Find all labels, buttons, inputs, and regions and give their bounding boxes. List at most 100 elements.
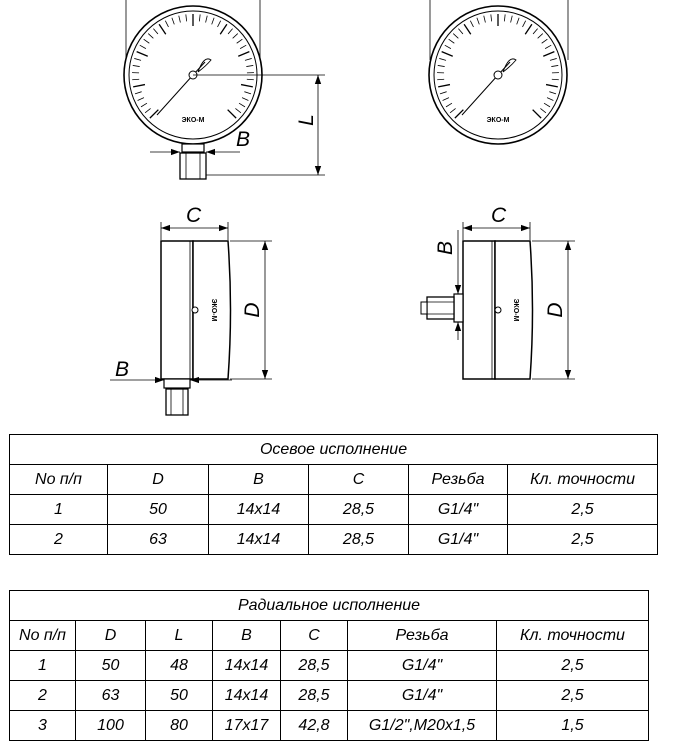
table-title-row: Осевое исполнение — [8, 434, 659, 465]
minor-tick — [549, 91, 557, 95]
minor-tick — [147, 33, 154, 39]
dial-scale-ticks — [437, 14, 559, 119]
column-header: Кл. точности — [496, 620, 649, 651]
dim-label-b: B — [236, 128, 250, 151]
table-cell: 2,5 — [496, 650, 649, 681]
minor-tick — [469, 20, 474, 28]
table-cell: 80 — [145, 710, 213, 741]
minor-tick — [239, 44, 247, 49]
table-cell: 48 — [145, 650, 213, 681]
table-cell: 2 — [9, 680, 76, 711]
table-cell: 1 — [9, 650, 76, 681]
minor-tick — [452, 33, 459, 39]
side-view-axial: ЭКО-М B C D — [420, 204, 575, 380]
minor-tick — [516, 17, 520, 25]
major-tick — [238, 51, 250, 57]
minor-tick — [439, 58, 447, 61]
minor-tick — [437, 78, 445, 81]
column-header: L — [145, 620, 213, 651]
table-cell: 100 — [75, 710, 146, 741]
minor-tick — [134, 58, 142, 61]
column-header: Резьба — [408, 464, 508, 495]
table-cell: 63 — [75, 680, 146, 711]
table-cell: 3 — [9, 710, 76, 741]
major-tick — [149, 109, 159, 119]
brand-logo: ЭКО-М — [210, 299, 217, 322]
minor-tick — [490, 14, 493, 22]
axial-spec-table: Осевое исполнение No п/п D B C Резьба Кл… — [8, 434, 659, 555]
table-cell: 1 — [9, 494, 108, 525]
dim-label-b: B — [115, 358, 129, 381]
minor-tick — [132, 78, 140, 81]
table-cell: 14x14 — [212, 650, 281, 681]
minor-tick — [171, 17, 175, 25]
minor-tick — [246, 65, 254, 67]
minor-tick — [238, 102, 246, 108]
minor-tick — [132, 65, 140, 67]
minor-tick — [227, 28, 233, 35]
minor-tick — [153, 28, 159, 35]
table-cell: G1/4" — [347, 650, 497, 681]
minor-tick — [205, 15, 208, 23]
table-cell: 2 — [9, 524, 108, 555]
side-view-radial: ЭКО-М C D B — [110, 204, 272, 416]
front-view-radial: ЭКО-М B L — [123, 0, 325, 180]
dim-label-d: D — [544, 302, 567, 317]
major-tick — [227, 109, 237, 119]
technical-drawing: ЭКО-М B L ЭКО-М ЭКО-М — [110, 0, 575, 416]
minor-tick — [476, 17, 480, 25]
table-cell: 14x14 — [212, 680, 281, 711]
table-cell: 28,5 — [308, 524, 409, 555]
table-cell: G1/4" — [408, 494, 508, 525]
major-tick — [543, 51, 555, 57]
minor-tick — [198, 14, 201, 22]
table-cell: 42,8 — [280, 710, 348, 741]
minor-tick — [546, 97, 554, 101]
table-cell: 50 — [75, 650, 146, 681]
table-row: 1 50 14x14 28,5 G1/4" 2,5 — [9, 494, 659, 525]
table-cell: 1,5 — [496, 710, 649, 741]
table-row: 2 63 14x14 28,5 G1/4" 2,5 — [9, 524, 659, 555]
table-cell: 28,5 — [280, 650, 348, 681]
minor-tick — [246, 78, 254, 81]
minor-tick — [448, 38, 455, 44]
minor-tick — [211, 17, 215, 25]
major-tick — [158, 23, 167, 35]
minor-tick — [217, 20, 222, 28]
table-row: 2 63 50 14x14 28,5 G1/4" 2,5 — [9, 680, 649, 711]
table-title-row: Радиальное исполнение — [9, 590, 649, 621]
table-header-row: No п/п D L B C Резьба Кл. точности — [9, 620, 649, 651]
minor-tick — [483, 15, 486, 23]
table-cell: G1/4" — [408, 524, 508, 555]
dim-label-l: L — [295, 114, 318, 126]
major-tick — [133, 83, 146, 88]
column-header: Резьба — [347, 620, 497, 651]
minor-tick — [244, 58, 252, 61]
minor-tick — [439, 91, 447, 95]
major-tick — [438, 83, 451, 88]
major-tick — [463, 23, 472, 35]
minor-tick — [139, 44, 147, 49]
minor-tick — [510, 15, 513, 23]
gauge-pointer — [461, 74, 499, 116]
major-tick — [545, 83, 558, 88]
minor-tick — [537, 33, 544, 39]
minor-tick — [522, 20, 527, 28]
minor-tick — [549, 58, 557, 61]
table-cell: 2,5 — [496, 680, 649, 711]
radial-spec-table: Радиальное исполнение No п/п D L B C Рез… — [9, 590, 649, 741]
table-header-row: No п/п D B C Резьба Кл. точности — [9, 464, 659, 495]
table-row: 3 100 80 17x17 42,8 G1/2",M20x1,5 1,5 — [9, 710, 649, 741]
table-title: Осевое исполнение — [8, 434, 659, 465]
column-header: C — [280, 620, 348, 651]
major-tick — [240, 83, 253, 88]
minor-tick — [445, 102, 453, 108]
minor-tick — [235, 108, 242, 114]
column-header: D — [75, 620, 146, 651]
brand-logo: ЭКО-М — [487, 117, 510, 124]
major-tick — [219, 23, 228, 35]
table-cell: 17x17 — [212, 710, 281, 741]
dim-label-c: C — [186, 204, 202, 227]
minor-tick — [503, 14, 506, 22]
brand-logo: ЭКО-М — [182, 117, 205, 124]
